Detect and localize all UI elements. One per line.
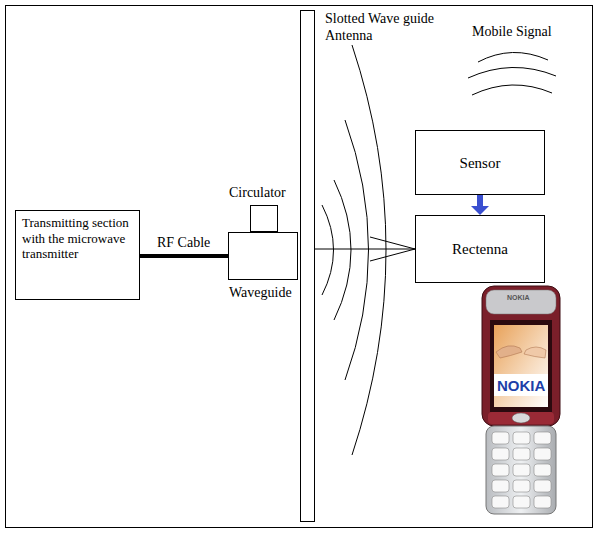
microwave-waves [322, 45, 386, 455]
node-label: Slotted Wave guide Antenna [325, 11, 445, 45]
circulator-box: Circulator [250, 205, 278, 232]
sensor-box: Sensor [415, 130, 545, 195]
node-label: Circulator [229, 185, 286, 202]
phone-key [513, 432, 530, 444]
phone-key [492, 464, 509, 476]
edge-label: RF Cable [156, 235, 211, 251]
waveguide-box: Waveguide [228, 232, 298, 280]
phone-key [534, 480, 551, 492]
phone-key [513, 480, 530, 492]
phone-key [534, 432, 551, 444]
phone-key [534, 448, 551, 460]
brand-label: NOKIA [497, 377, 545, 394]
phone-key [534, 464, 551, 476]
phone-key [513, 464, 530, 476]
mobile-phone [482, 286, 560, 514]
node-label: Transmitting section with the microwave … [22, 215, 133, 262]
connector-line [477, 195, 483, 207]
arrow-head [370, 237, 415, 261]
phone-key [492, 496, 509, 508]
connector-line [315, 249, 415, 250]
phone-key [492, 432, 509, 444]
connector-line [140, 254, 228, 258]
slotted-antenna-bar: Slotted Wave guide Antenna [300, 10, 315, 522]
phone-key [513, 448, 530, 460]
phone-key [513, 496, 530, 508]
mobile-signal-waves [468, 52, 556, 95]
node-label: Sensor [460, 154, 501, 172]
signal-arrow [471, 195, 489, 215]
outer-frame [6, 6, 593, 528]
arrow-head [471, 206, 489, 215]
signal-label: Mobile Signal [472, 24, 552, 40]
rectenna-box: Rectenna [415, 215, 545, 283]
rf-cable [140, 256, 228, 257]
node-label: Waveguide [229, 285, 292, 302]
brand-label: NOKIA [507, 294, 530, 301]
phone-key [534, 496, 551, 508]
node-label: Rectenna [452, 240, 508, 258]
phone-key [492, 480, 509, 492]
transmitter-box: Transmitting section with the microwave … [15, 210, 140, 300]
phone-key [492, 448, 509, 460]
beam-arrow [315, 237, 415, 261]
